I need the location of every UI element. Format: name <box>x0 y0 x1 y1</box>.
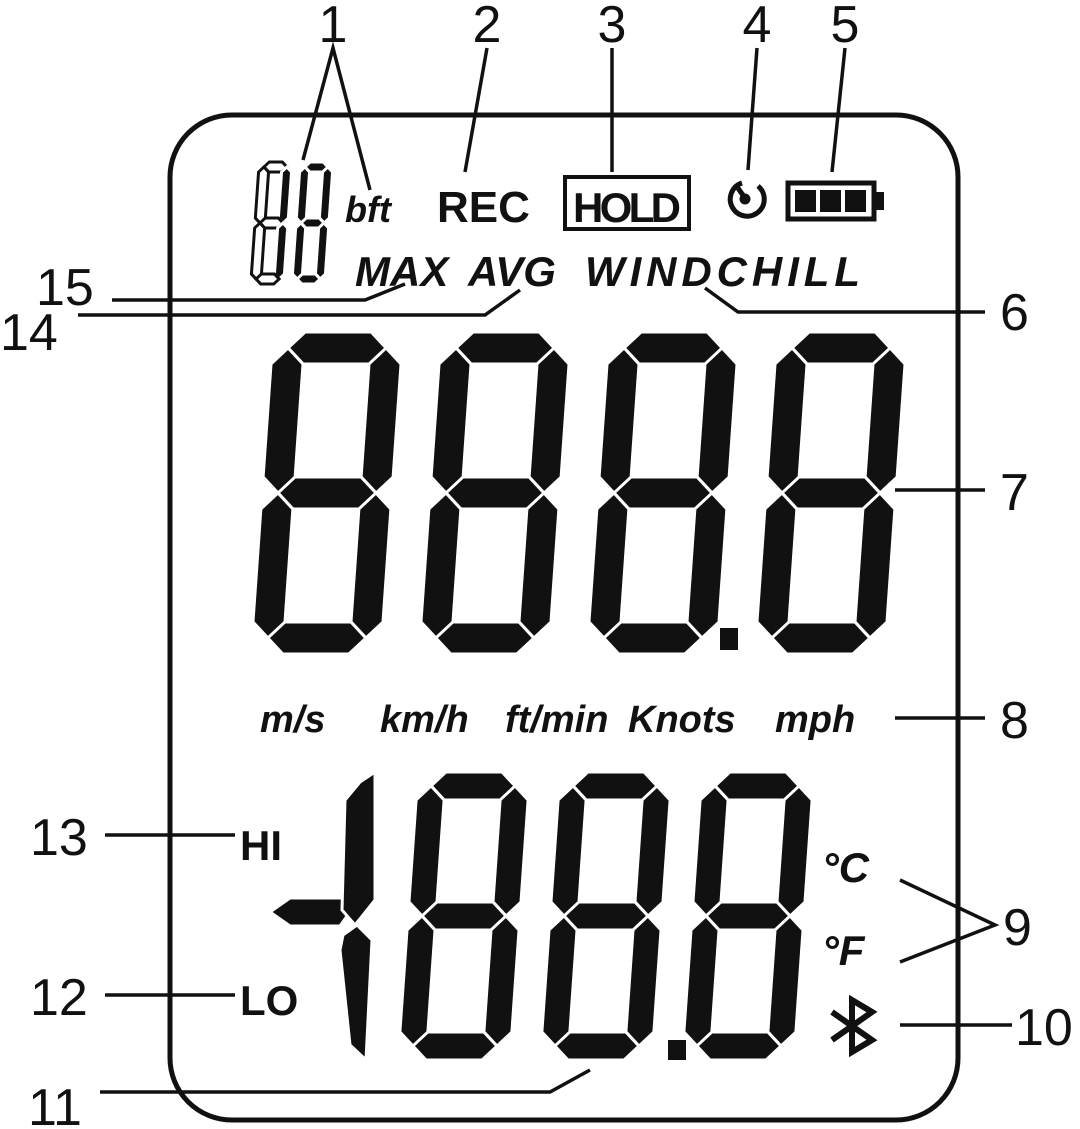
segment-f <box>261 345 305 496</box>
segment-e <box>249 220 267 282</box>
segment-f <box>597 345 641 496</box>
max-label: MAX <box>355 248 451 295</box>
secondary-digits <box>398 770 814 1062</box>
unit-mph: mph <box>775 699 855 741</box>
segment-e <box>587 490 631 641</box>
segment-b <box>276 164 294 226</box>
segment-c <box>853 490 897 641</box>
callout-10: 10 <box>1015 999 1073 1057</box>
unit-kmh: km/h <box>380 699 469 741</box>
segment-d <box>433 620 536 656</box>
segment-f <box>429 345 473 496</box>
main-digits <box>251 330 907 656</box>
segment-d <box>253 272 282 286</box>
unit-ftmin: ft/min <box>505 699 608 741</box>
unit-ms: m/s <box>260 699 325 741</box>
digit <box>540 770 672 1062</box>
callout-6: 6 <box>1000 284 1029 342</box>
rec-label: REC <box>437 183 530 232</box>
segment-c <box>272 220 290 282</box>
segment-d <box>410 1030 500 1062</box>
segment-d <box>552 1030 642 1062</box>
hi-label: HI <box>240 822 282 869</box>
lo-label: LO <box>240 977 298 1024</box>
bft-label: bft <box>345 189 393 230</box>
segment-b <box>317 164 335 226</box>
leader-lines <box>78 41 1012 1094</box>
segment-d <box>601 620 704 656</box>
segment-b <box>359 345 403 496</box>
digit <box>251 330 403 656</box>
battery-icon <box>785 180 884 222</box>
segment-f <box>691 783 730 919</box>
segment-f <box>549 783 588 919</box>
segment-b <box>527 345 571 496</box>
callout-13: 13 <box>30 809 88 867</box>
segment-c <box>685 490 729 641</box>
avg-label: AVG <box>467 248 556 295</box>
celsius-label: °C <box>822 844 870 891</box>
segment-e <box>755 490 799 641</box>
callout-14: 14 <box>0 304 58 362</box>
segment-b <box>775 783 814 919</box>
segment-f <box>407 783 446 919</box>
hold-box <box>563 175 691 231</box>
segment-e <box>419 490 463 641</box>
callout-3: 3 <box>598 0 627 54</box>
main-decimal-point <box>720 628 738 650</box>
segment-e <box>290 220 308 282</box>
segment-b <box>491 783 530 919</box>
hold-label: HOLD <box>573 184 681 231</box>
callout-9: 9 <box>1003 899 1032 957</box>
minus-one-segments <box>267 769 377 1064</box>
segment-d <box>294 272 323 286</box>
segment-f <box>253 164 271 226</box>
digit <box>587 330 739 656</box>
segment-e <box>398 913 437 1049</box>
segment-f <box>765 345 809 496</box>
segment-f <box>294 164 312 226</box>
segment-e <box>251 490 295 641</box>
fahrenheit-label: °F <box>822 927 866 974</box>
callout-12: 12 <box>30 969 88 1027</box>
callout-11: 11 <box>28 1079 82 1129</box>
digit <box>419 330 571 656</box>
segment-d <box>769 620 872 656</box>
secondary-decimal-point <box>668 1040 686 1060</box>
callout-1: 1 <box>319 0 348 54</box>
digit <box>290 160 335 286</box>
digit <box>398 770 530 1062</box>
callout-4: 4 <box>743 0 772 54</box>
segment-c <box>766 913 805 1049</box>
segment-c <box>482 913 521 1049</box>
callout-8: 8 <box>1000 692 1029 750</box>
callout-7: 7 <box>1000 464 1029 522</box>
callout-15: 15 <box>36 259 94 317</box>
segment-c <box>313 220 331 282</box>
digit <box>755 330 907 656</box>
windchill-label: WINDCHILL <box>585 248 860 295</box>
segment-e <box>540 913 579 1049</box>
segment-c <box>517 490 561 641</box>
callout-5: 5 <box>831 0 860 54</box>
segment-b <box>863 345 907 496</box>
segment-d <box>265 620 368 656</box>
segment-b <box>633 783 672 919</box>
callout-2: 2 <box>473 0 502 54</box>
segment-b <box>695 345 739 496</box>
segment-d <box>694 1030 784 1062</box>
lcd-outline <box>167 112 961 1123</box>
segment-c <box>624 913 663 1049</box>
digit <box>682 770 814 1062</box>
segment-e <box>682 913 721 1049</box>
beaufort-digits <box>249 160 335 286</box>
digit <box>249 160 294 286</box>
timer-icon <box>727 180 767 219</box>
unit-knots: Knots <box>628 699 736 741</box>
bluetooth-icon <box>830 994 878 1058</box>
segment-c <box>349 490 393 641</box>
